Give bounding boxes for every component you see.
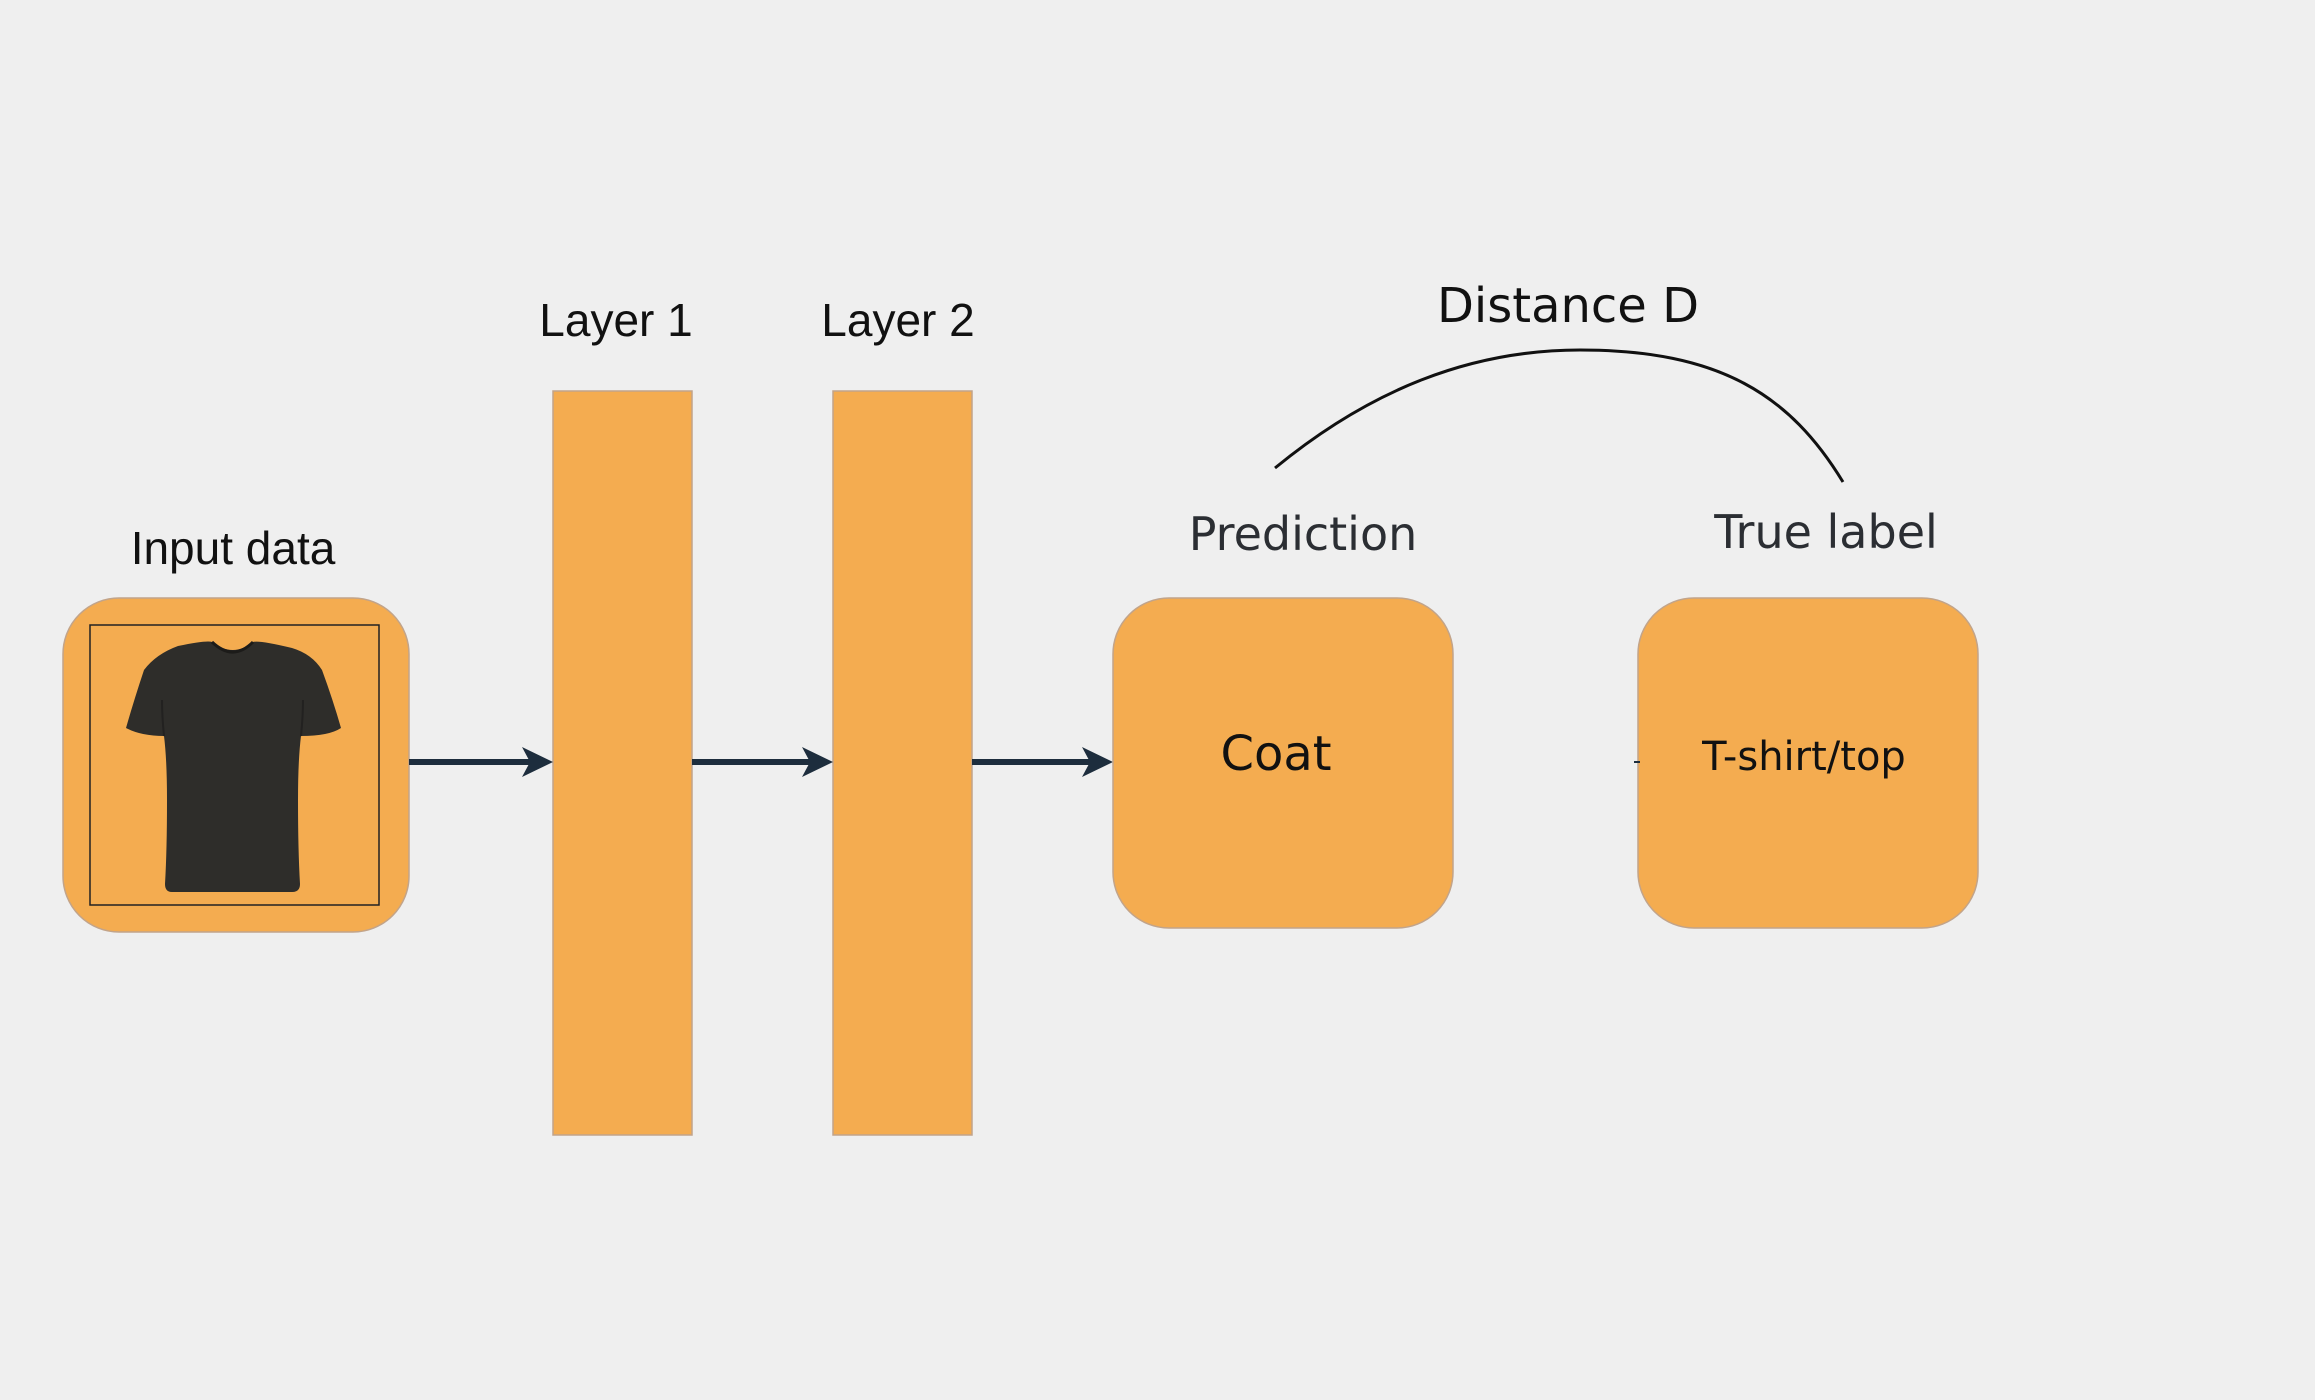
arrow-layer2-to-prediction <box>972 747 1113 777</box>
layer-2-label: Layer 2 <box>821 294 974 346</box>
input-data-box <box>62 597 410 933</box>
arrow-input-to-layer1 <box>409 747 553 777</box>
prediction-box <box>1112 597 1454 929</box>
input-image-frame <box>89 624 380 906</box>
layer-1-bar <box>552 390 693 1136</box>
layer-2-bar <box>832 390 973 1136</box>
t-shirt-icon <box>126 640 341 892</box>
prediction-value: Coat <box>1220 726 1331 782</box>
distance-label: Distance D <box>1437 278 1699 334</box>
true-label-label: True label <box>1713 505 1938 559</box>
distance-arc <box>1274 348 1845 483</box>
prediction-label: Prediction <box>1189 507 1418 561</box>
input-data-label: Input data <box>131 522 336 574</box>
true-label-value: T-shirt/top <box>1701 734 1906 780</box>
layer-1-label: Layer 1 <box>539 294 692 346</box>
arrow-layer1-to-layer2 <box>692 747 833 777</box>
